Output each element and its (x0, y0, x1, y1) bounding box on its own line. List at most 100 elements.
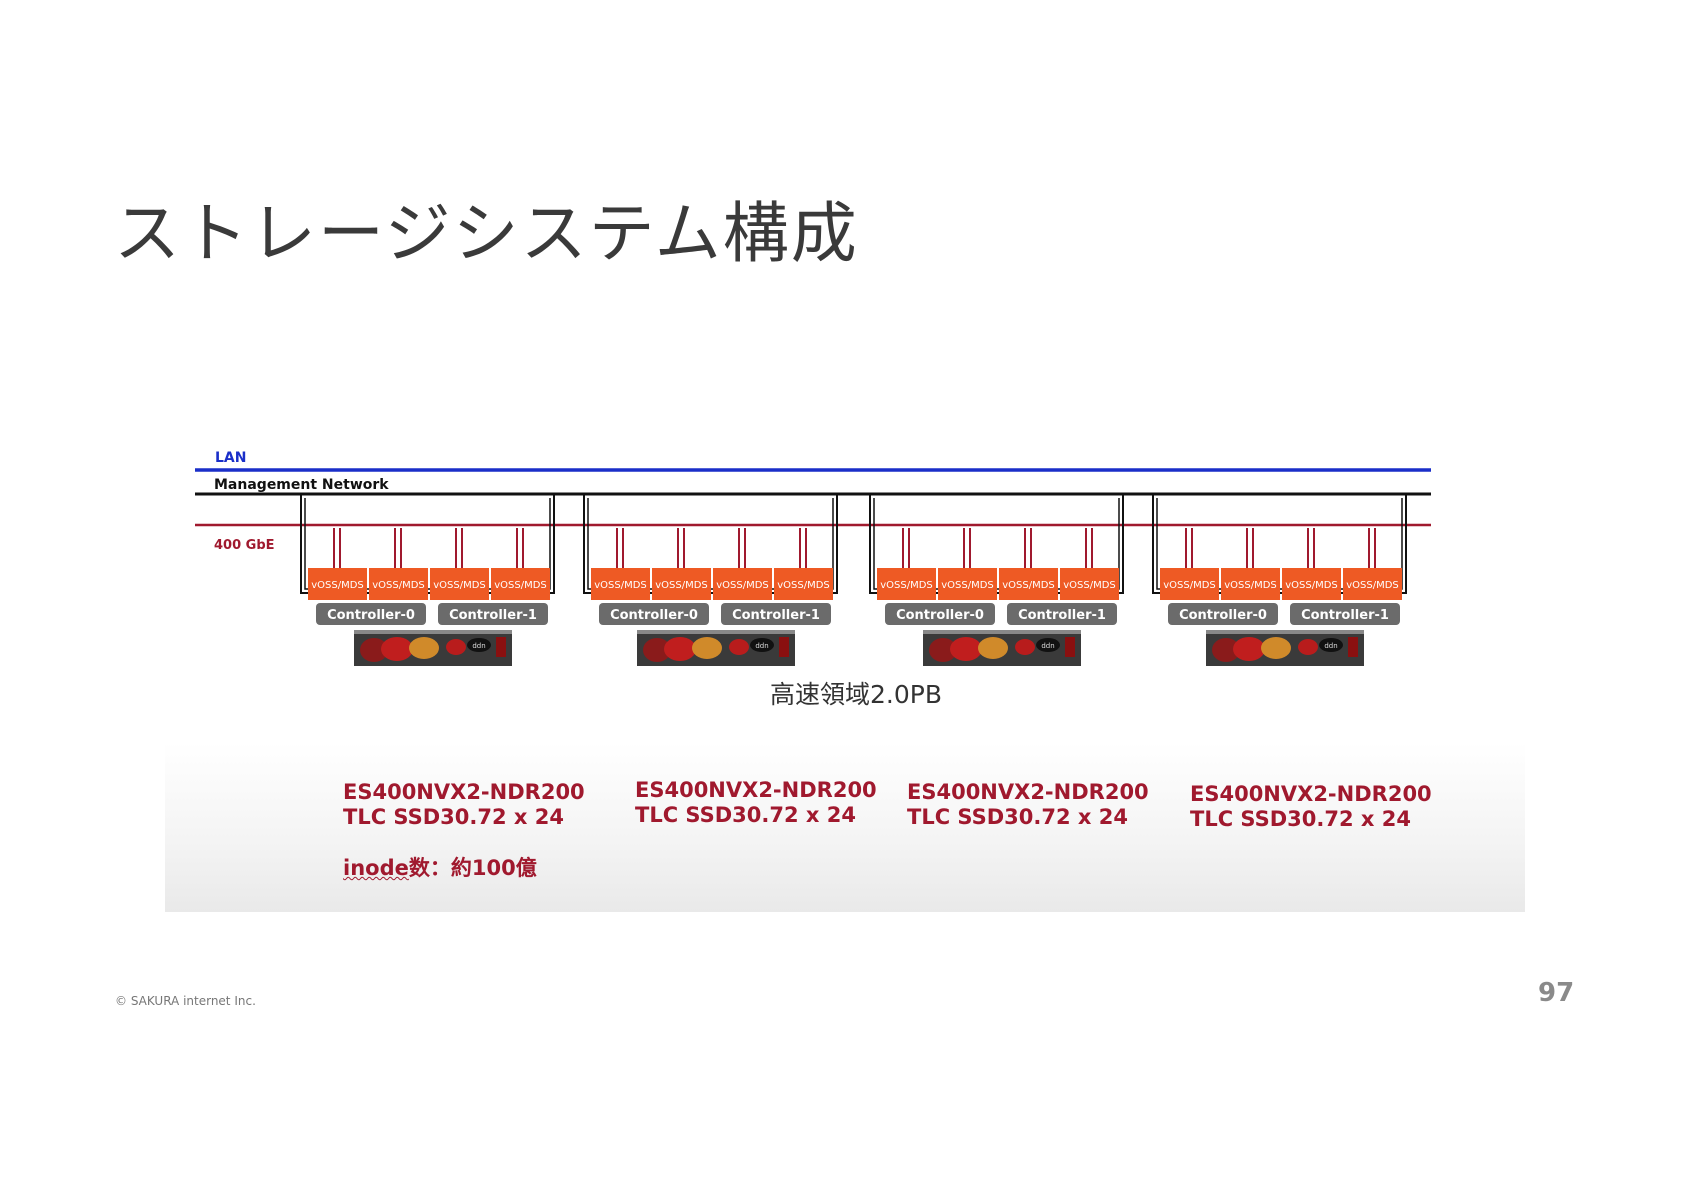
voss-mds-label: vOSS/MDS (594, 580, 647, 591)
voss-mds-label: vOSS/MDS (1063, 580, 1116, 591)
enclosure-side-panel (496, 637, 506, 657)
voss-mds-unit (1343, 568, 1402, 600)
enclosure-bezel-light (1233, 637, 1265, 661)
capacity-label: 高速領域2.0PB (770, 680, 942, 709)
enclosure-bezel-light (1015, 639, 1035, 655)
voss-mds-label: vOSS/MDS (716, 580, 769, 591)
ddn-logo: ddn (472, 642, 485, 650)
controller-box (1168, 603, 1278, 625)
ddn-logo: ddn (1324, 642, 1337, 650)
spec-drives: TLC SSD30.72 x 24 (635, 803, 856, 827)
controller-label: Controller-0 (1179, 608, 1267, 623)
enclosure-bezel-light (1261, 637, 1291, 659)
enclosure-side-panel (1065, 637, 1075, 657)
management-network-label: Management Network (214, 477, 389, 493)
storage-group: vOSS/MDS vOSS/MDS vOSS/MDS vOSS/MDS Controll… (583, 494, 838, 666)
slide-title: ストレージシステム構成 (114, 195, 859, 272)
enclosure-bezel-light (929, 638, 957, 662)
controller-box (438, 603, 548, 625)
spec-drives: TLC SSD30.72 x 24 (1190, 807, 1411, 831)
voss-mds-label: vOSS/MDS (1002, 580, 1055, 591)
spec-drives: TLC SSD30.72 x 24 (907, 805, 1128, 829)
controller-label: Controller-1 (1018, 608, 1106, 623)
gbe-label: 400 GbE (214, 538, 275, 553)
voss-mds-unit (1282, 568, 1341, 600)
voss-mds-unit (308, 568, 367, 600)
inode-rest: 数：約100億 (408, 856, 537, 880)
inode-count: inode数：約100億 (343, 852, 537, 882)
controller-label: Controller-1 (732, 608, 820, 623)
voss-mds-label: vOSS/MDS (372, 580, 425, 591)
voss-mds-unit (713, 568, 772, 600)
enclosure-bezel-light (729, 639, 749, 655)
voss-mds-unit (491, 568, 550, 600)
enclosure-bezel-light (1212, 638, 1240, 662)
voss-mds-label: vOSS/MDS (880, 580, 933, 591)
page-number: 97 (1538, 978, 1575, 1008)
voss-mds-label: vOSS/MDS (1346, 580, 1399, 591)
enclosure-bezel-light (360, 638, 388, 662)
voss-mds-unit (1160, 568, 1219, 600)
controller-label: Controller-1 (1301, 608, 1389, 623)
voss-mds-label: vOSS/MDS (1285, 580, 1338, 591)
enclosure-bezel-light (978, 637, 1008, 659)
controller-box (721, 603, 831, 625)
controller-label: Controller-0 (896, 608, 984, 623)
enclosure-bezel-light (381, 637, 413, 661)
controller-box (885, 603, 995, 625)
enclosure-bezel-light (664, 637, 696, 661)
spec-model: ES400NVX2-NDR200 (343, 780, 585, 804)
voss-mds-unit (369, 568, 428, 600)
controller-label: Controller-1 (449, 608, 537, 623)
enclosure-logo-badge (1036, 638, 1060, 652)
spec-model: ES400NVX2-NDR200 (1190, 782, 1432, 806)
voss-mds-unit (999, 568, 1058, 600)
enclosure-top-edge (637, 630, 795, 634)
enclosure-logo-badge (467, 638, 491, 652)
voss-mds-label: vOSS/MDS (655, 580, 708, 591)
spec-drives: TLC SSD30.72 x 24 (343, 805, 564, 829)
voss-mds-label: vOSS/MDS (311, 580, 364, 591)
copyright: © SAKURA internet Inc. (115, 994, 256, 1008)
controller-box (599, 603, 709, 625)
controller-label: Controller-0 (327, 608, 415, 623)
spec-model: ES400NVX2-NDR200 (635, 778, 877, 802)
storage-groups: vOSS/MDS vOSS/MDS vOSS/MDS vOSS/MDS Controll… (300, 494, 1407, 666)
lan-label: LAN (215, 450, 246, 466)
voss-mds-unit (877, 568, 936, 600)
enclosure-side-panel (1348, 637, 1358, 657)
controller-box (1290, 603, 1400, 625)
inode-prefix: inode (343, 856, 409, 880)
voss-mds-unit (652, 568, 711, 600)
voss-mds-label: vOSS/MDS (433, 580, 486, 591)
controller-label: Controller-0 (610, 608, 698, 623)
voss-mds-unit (1221, 568, 1280, 600)
enclosure-logo-badge (750, 638, 774, 652)
enclosure-top-edge (1206, 630, 1364, 634)
controller-box (1007, 603, 1117, 625)
enclosure-top-edge (923, 630, 1081, 634)
voss-mds-unit (938, 568, 997, 600)
enclosure-bezel-light (1298, 639, 1318, 655)
voss-mds-label: vOSS/MDS (1163, 580, 1216, 591)
voss-mds-unit (1060, 568, 1119, 600)
ddn-logo: ddn (755, 642, 768, 650)
voss-mds-unit (591, 568, 650, 600)
spec-model: ES400NVX2-NDR200 (907, 780, 1149, 804)
ddn-logo: ddn (1041, 642, 1054, 650)
voss-mds-label: vOSS/MDS (777, 580, 830, 591)
controller-box (316, 603, 426, 625)
voss-mds-unit (774, 568, 833, 600)
enclosure-bezel-light (950, 637, 982, 661)
enclosure-bezel-light (692, 637, 722, 659)
enclosure-top-edge (354, 630, 512, 634)
